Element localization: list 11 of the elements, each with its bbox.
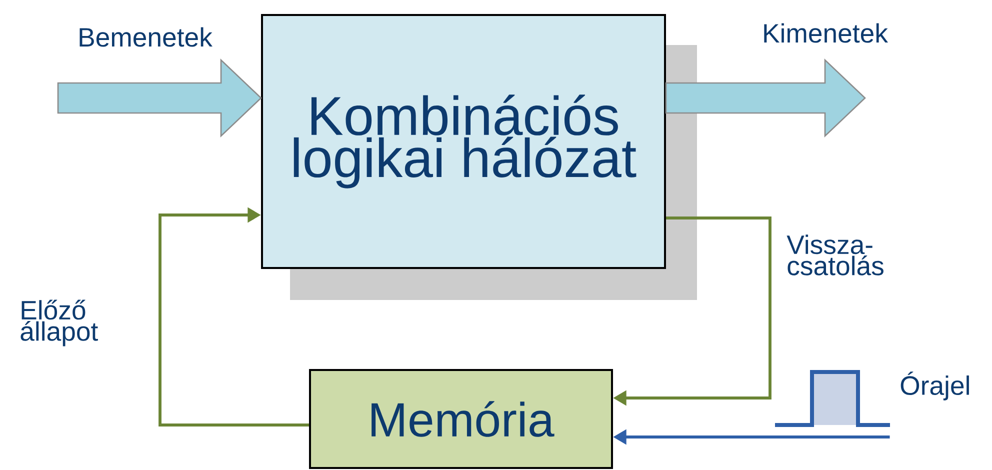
edge-label: Előző állapot [20, 300, 98, 346]
memory-box: Memória [309, 369, 613, 469]
edge-label: Vissza- csatolás [786, 234, 884, 276]
arrow [665, 58, 866, 138]
edge-label: Kimenetek [764, 23, 888, 43]
arrow [158, 207, 309, 426]
logic-box: Kombinációs logikai hálózat [261, 14, 666, 269]
clock-label: Órajel [900, 372, 969, 400]
arrow [57, 58, 262, 138]
clock-pulse-drawing [775, 370, 890, 427]
edge-label: Bemenetek [80, 27, 212, 47]
